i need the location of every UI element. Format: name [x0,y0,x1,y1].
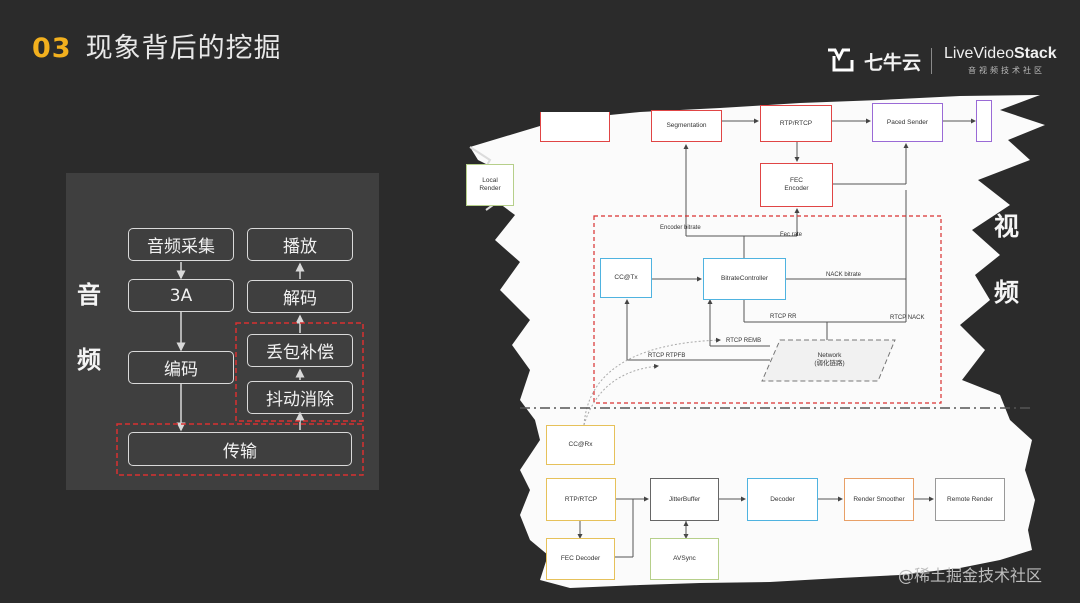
audio-transport-highlight [116,423,364,476]
audio-capture-box: 音频采集 [128,228,234,261]
edge-label-fec-rate: Fec rate [780,232,803,238]
video-node-network: Network (弱化链路) [814,352,845,367]
edge-label-encoder-bitrate: Encoder bitrate [660,225,701,231]
audio-transport-box: 传输 [128,432,352,466]
slide-number: 03 [32,33,72,64]
video-node-paced-sender: Paced Sender [872,103,943,142]
video-node-remote-render: Remote Render [935,478,1005,521]
logo-divider [931,48,932,74]
video-node-cc-rx: CC@Rx [546,425,615,465]
livevideostack-prefix: LiveVideo [944,45,1014,62]
video-node-segmentation: Segmentation [651,110,722,142]
video-node-encoder-partial [540,112,610,142]
video-node-fec-decoder: FEC Decoder [546,538,615,580]
livevideostack-logo-text: LiveVideoStack [944,45,1057,63]
edge-label-rtcp-rr: RTCP RR [770,314,797,320]
slide-title: 03 现象背后的挖掘 [32,26,282,65]
edge-label-rtcp-rtpfb: RTCP RTPFB [648,353,686,359]
video-node-offscreen-partial [976,100,992,142]
audio-plc-box: 丢包补偿 [247,334,353,367]
edge-label-nack-bitrate: NACK bitrate [826,272,862,278]
video-side-label-2: 频 [994,278,1020,307]
video-congestion-highlight [593,215,942,404]
qiniu-logo-text: 七牛云 [864,52,922,74]
audio-pipeline-panel [66,173,379,490]
qiniu-logo-icon [828,48,854,72]
audio-side-label-2: 频 [77,346,101,374]
audio-receiver-highlight [235,322,364,422]
video-node-av-sync: AVSync [650,538,719,580]
livevideostack-suffix: Stack [1013,45,1057,62]
video-node-jitter-buffer: JitterBuffer [650,478,719,521]
audio-3a-box: 3A [128,279,234,312]
video-node-fec-encoder: FEC Encoder [760,163,833,207]
audio-side-label-1: 音 [77,281,101,309]
video-node-render-smoother: Render Smoother [844,478,914,521]
video-node-cc-tx: CC@Tx [600,258,652,298]
video-node-rtp-rtcp-bottom: RTP/RTCP [546,478,616,521]
video-node-local-render: Local Render [466,164,514,206]
slide-title-text: 现象背后的挖掘 [85,33,282,64]
video-node-decoder: Decoder [747,478,818,521]
audio-decode-box: 解码 [247,280,353,313]
audio-play-box: 播放 [247,228,353,261]
brand-logo: 七牛云 LiveVideoStack 音视频技术社区 [826,44,1066,80]
edge-label-rtcp-nack: RTCP NACK [890,315,925,321]
video-side-label-1: 视 [994,212,1020,241]
edge-label-rtcp-remb: RTCP REMB [726,338,762,344]
audio-encode-box: 编码 [128,351,234,384]
network-shape [761,339,896,382]
livevideostack-subtitle: 音视频技术社区 [968,66,1045,75]
video-node-rtp-rtcp-top: RTP/RTCP [760,105,832,142]
watermark: @稀土掘金技术社区 [898,566,1043,585]
video-node-bitrate-controller: BitrateController [703,258,786,300]
audio-jitter-box: 抖动消除 [247,381,353,414]
